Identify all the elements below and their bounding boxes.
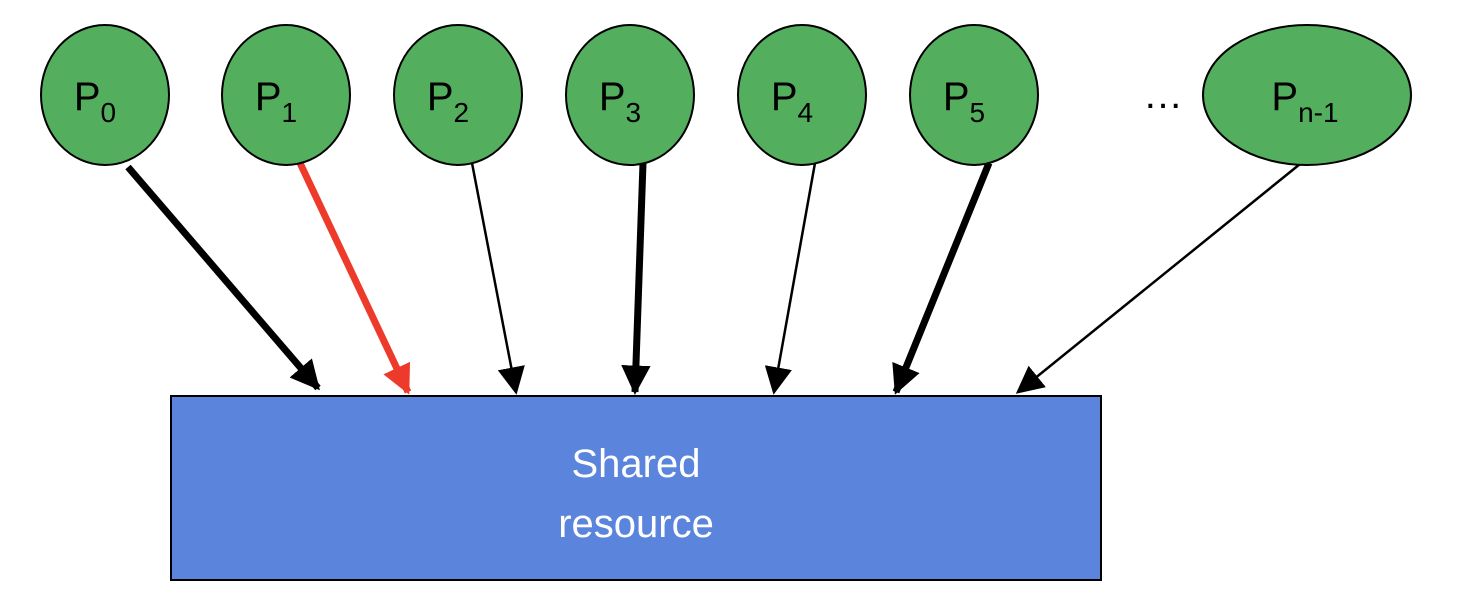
process-node-p2: P2 — [393, 24, 523, 166]
process-p4-name: P — [771, 75, 798, 119]
shared-resource-box — [170, 395, 1102, 581]
process-node-p5: P5 — [909, 24, 1039, 166]
process-p0-sub: 0 — [101, 97, 117, 128]
shared-resource-label-line2: resource — [558, 502, 714, 546]
process-p1-name: P — [255, 75, 282, 119]
process-p5-sub: 5 — [970, 97, 986, 128]
process-p3-name: P — [599, 75, 626, 119]
process-p2-sub: 2 — [454, 97, 470, 128]
shared-resource-label-line1: Shared — [572, 442, 701, 486]
process-p4-sub: 4 — [798, 97, 814, 128]
svg-text:P2: P2 — [427, 75, 469, 128]
arrow-pn-1 — [1015, 159, 1306, 394]
process-node-p1: P1 — [221, 24, 351, 166]
process-p2-name: P — [427, 75, 454, 119]
process-p3-sub: 3 — [626, 97, 642, 128]
arrow-p4 — [764, 162, 817, 395]
process-node-pn-1: Pn-1 — [1202, 24, 1412, 166]
arrow-p2 — [470, 162, 525, 395]
process-p5-name: P — [943, 75, 970, 119]
svg-text:P4: P4 — [771, 75, 813, 128]
arrow-p5 — [892, 161, 993, 395]
svg-text:Pn-1: Pn-1 — [1271, 75, 1338, 128]
process-node-p0: P0 — [40, 24, 170, 166]
svg-text:P5: P5 — [943, 75, 985, 128]
svg-text:P3: P3 — [599, 75, 641, 128]
svg-text:P0: P0 — [74, 75, 116, 128]
process-nodes: P0 P1 P2 P3 P4 — [40, 24, 1412, 166]
shared-resource: Shared resource — [170, 395, 1102, 581]
ellipsis: … — [1143, 73, 1183, 117]
process-node-p4: P4 — [737, 24, 867, 166]
arrow-p3 — [621, 162, 651, 395]
process-pn-1-sub: n-1 — [1298, 97, 1338, 128]
arrow-p0 — [125, 164, 321, 391]
process-pn-1-name: P — [1271, 75, 1298, 119]
svg-text:P1: P1 — [255, 75, 297, 128]
process-p1-sub: 1 — [282, 97, 298, 128]
arrow-p1 — [296, 161, 412, 395]
process-p0-name: P — [74, 75, 101, 119]
process-node-p3: P3 — [565, 24, 695, 166]
access-arrows — [125, 159, 1306, 395]
